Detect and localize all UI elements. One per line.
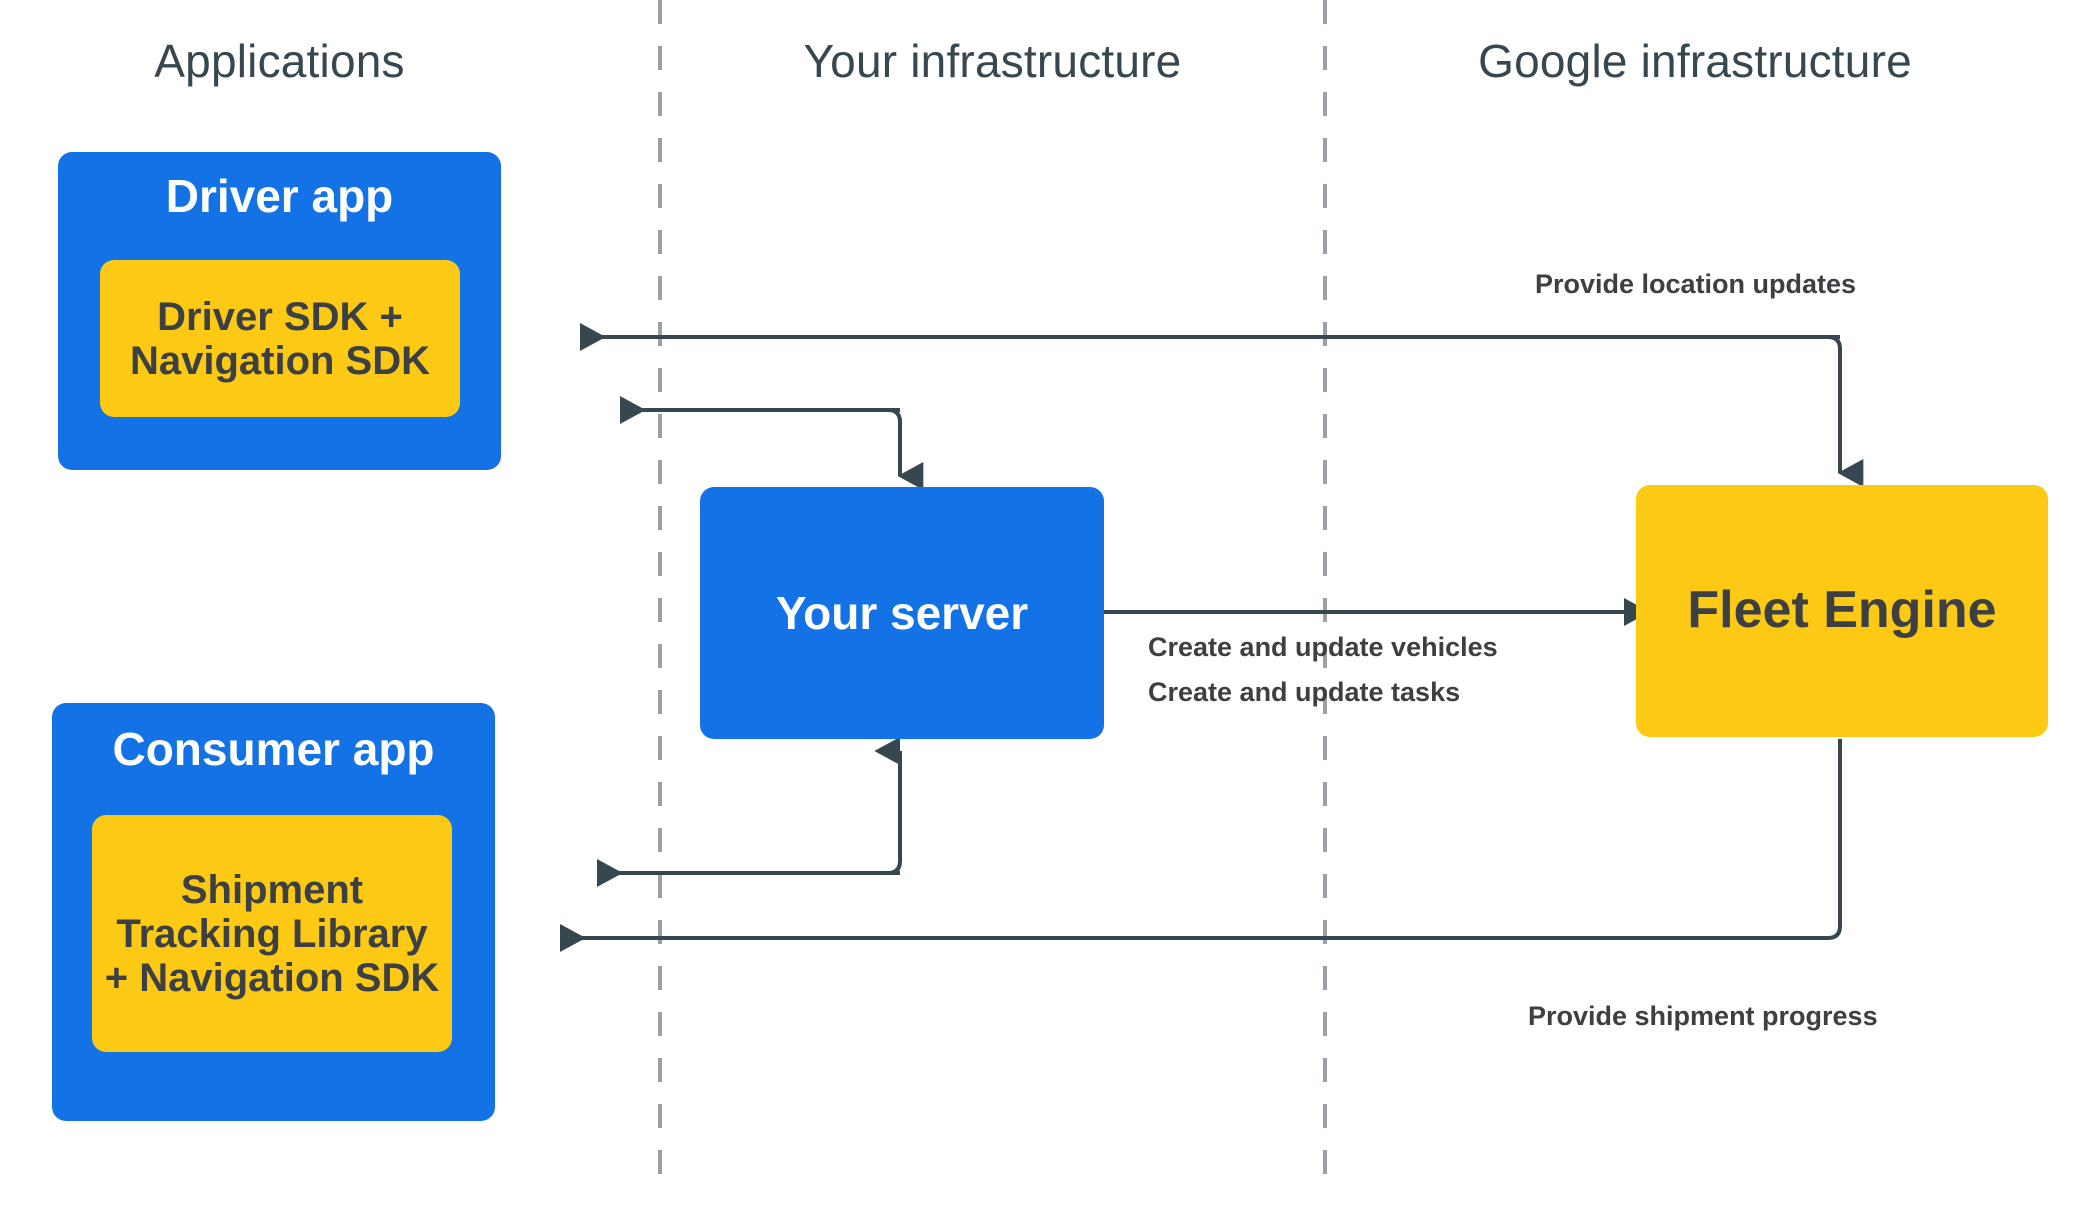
column-header-your-infrastructure: Your infrastructure <box>803 35 1182 87</box>
node-fleet-engine-label: Fleet Engine <box>1687 581 1997 640</box>
edge-label-provide-shipment-progress: Provide shipment progress <box>1528 1001 1878 1031</box>
node-driver-sdk[interactable]: Driver SDK + Navigation SDK <box>100 260 460 417</box>
node-consumer-sdk-label: Shipment Tracking Library + Navigation S… <box>105 868 440 1000</box>
edge-label-create-and-update-vehicles: Create and update vehicles <box>1148 632 1498 662</box>
node-driver-sdk-label-line2: Navigation SDK <box>129 338 431 383</box>
node-driver-sdk-label: Driver SDK + Navigation SDK <box>130 295 430 383</box>
column-header-applications: Applications <box>154 35 405 87</box>
edge-consumer-app-to-your-server <box>874 737 902 875</box>
node-consumer-sdk[interactable]: Shipment Tracking Library + Navigation S… <box>92 815 452 1052</box>
edge-label-create-and-update-tasks: Create and update tasks <box>1148 677 1461 707</box>
node-driver-app-label: Driver app <box>165 170 394 222</box>
node-your-server[interactable]: Your server <box>700 487 1104 739</box>
node-consumer-sdk-label-line3: + Navigation SDK <box>104 955 440 1000</box>
node-your-server-label: Your server <box>775 586 1029 639</box>
node-consumer-sdk-label-line1: Shipment <box>180 867 364 912</box>
node-consumer-sdk-label-line2: Tracking Library <box>116 911 428 956</box>
edge-label-provide-location-updates: Provide location updates <box>1535 269 1857 299</box>
node-driver-app[interactable]: Driver app Driver SDK + Navigation SDK <box>58 152 501 470</box>
node-fleet-engine[interactable]: Fleet Engine <box>1636 485 2048 737</box>
edge-fleet-engine-inbound-drop <box>1827 335 1864 487</box>
column-header-google-infrastructure: Google infrastructure <box>1478 35 1912 87</box>
node-driver-sdk-label-line1: Driver SDK + <box>157 294 403 339</box>
node-consumer-app-label: Consumer app <box>112 723 435 775</box>
edge-driver-app-to-your-server <box>887 408 924 490</box>
edge-fleet-engine-to-consumer-sdk <box>560 739 1842 952</box>
node-consumer-app[interactable]: Consumer app Shipment Tracking Library +… <box>52 703 495 1121</box>
